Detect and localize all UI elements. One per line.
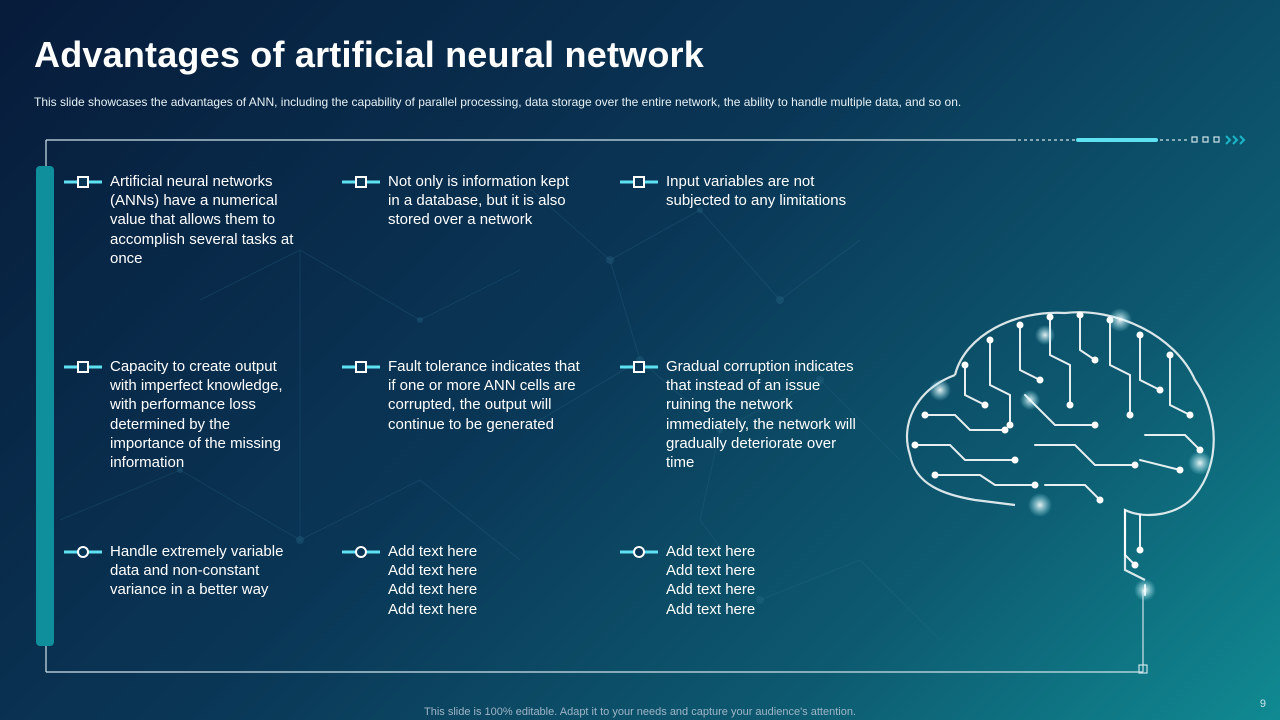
advantage-item-2: Not only is information kept in a databa… (342, 172, 582, 230)
slide-title: Advantages of artificial neural network (34, 34, 704, 75)
advantage-item-5: Fault tolerance indicates that if one or… (342, 357, 582, 434)
page-number: 9 (1259, 698, 1266, 710)
circle-bullet-icon (64, 546, 102, 558)
advantage-text: Artificial neural networks (ANNs) have a… (110, 173, 294, 267)
advantage-item-6: Gradual corruption indicates that instea… (620, 357, 860, 472)
square-bullet-icon (620, 176, 658, 188)
advantage-text: Input variables are not subjected to any… (666, 173, 847, 210)
advantage-item-9: Add text here Add text here Add text her… (620, 542, 810, 619)
chevron-right-icon (1225, 135, 1246, 145)
advantage-text: Add text here Add text here Add text her… (388, 543, 478, 618)
advantage-text: Add text here Add text here Add text her… (666, 543, 756, 618)
square-bullet-icon (342, 361, 380, 373)
advantage-item-7: Handle extremely variable data and non-c… (64, 542, 304, 600)
advantage-text: Gradual corruption indicates that instea… (666, 358, 856, 472)
advantage-item-1: Artificial neural networks (ANNs) have a… (64, 172, 304, 268)
square-bullet-icon (64, 361, 102, 373)
advantage-item-8: Add text here Add text here Add text her… (342, 542, 532, 619)
left-accent-bar (36, 166, 54, 646)
square-bullet-icon (64, 176, 102, 188)
advantage-text: Not only is information kept in a databa… (388, 173, 569, 229)
circle-bullet-icon (620, 546, 658, 558)
circuit-brain-icon (905, 308, 1215, 601)
circle-bullet-icon (342, 546, 380, 558)
slide-footer: This slide is 100% editable. Adapt it to… (424, 706, 856, 718)
square-bullet-icon (620, 361, 658, 373)
advantage-item-3: Input variables are not subjected to any… (620, 172, 860, 210)
advantage-text: Handle extremely variable data and non-c… (110, 543, 284, 599)
advantage-item-4: Capacity to create output with imperfect… (64, 357, 304, 472)
advantage-text: Fault tolerance indicates that if one or… (388, 358, 580, 433)
slide-subtitle: This slide showcases the advantages of A… (34, 95, 962, 109)
advantage-text: Capacity to create output with imperfect… (110, 358, 283, 472)
square-bullet-icon (342, 176, 380, 188)
